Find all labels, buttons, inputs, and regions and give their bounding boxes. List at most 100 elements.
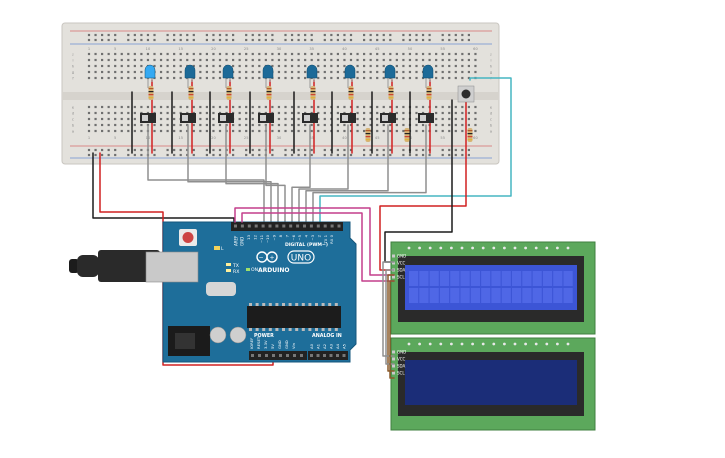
breadboard-hole: [297, 111, 300, 115]
breadboard-rail-hole: [304, 153, 307, 157]
breadboard-row-letter: b: [72, 123, 75, 127]
breadboard-hole: [415, 117, 418, 121]
breadboard-hole: [284, 129, 287, 133]
breadboard-rail-hole: [336, 38, 339, 42]
header-hole: [286, 354, 289, 357]
breadboard-hole: [120, 52, 123, 56]
lcd-i2c-pin: [392, 275, 395, 279]
breadboard-hole: [376, 70, 379, 74]
breadboard-hole: [382, 76, 385, 80]
lcd-header-pin: [460, 342, 464, 346]
breadboard-hole: [369, 76, 372, 80]
resistor-band: [365, 139, 371, 141]
breadboard-hole: [435, 105, 438, 109]
breadboard-hole: [277, 105, 281, 109]
slide-switch-knob: [142, 115, 148, 121]
breadboard-rail-hole: [179, 33, 182, 37]
breadboard-hole: [107, 105, 110, 109]
breadboard-rail-hole: [173, 148, 176, 152]
breadboard-hole: [290, 76, 294, 80]
breadboard-hole: [454, 76, 457, 80]
breadboard-hole: [218, 76, 222, 80]
breadboard-hole: [245, 123, 248, 127]
breadboard-hole: [454, 111, 457, 115]
breadboard-hole: [120, 105, 123, 109]
breadboard-hole: [101, 129, 104, 133]
breadboard-hole: [336, 52, 339, 56]
breadboard-column-number: 1: [88, 136, 90, 140]
resistor-band: [388, 91, 394, 93]
breadboard-hole: [336, 64, 339, 68]
breadboard-hole: [474, 111, 477, 115]
pushbutton-cap: [461, 89, 471, 99]
resistor-band: [226, 88, 232, 90]
breadboard-row-letter: c: [72, 117, 74, 121]
breadboard-rail-hole: [179, 148, 182, 152]
breadboard-hole: [435, 64, 438, 68]
breadboard-rail-hole: [218, 38, 222, 42]
header-hole: [309, 224, 313, 228]
breadboard-hole: [173, 123, 176, 127]
breadboard-hole: [363, 64, 366, 68]
reset-button[interactable]: [182, 232, 194, 243]
breadboard-hole: [349, 58, 353, 62]
breadboard-hole: [356, 123, 359, 127]
breadboard-hole: [402, 111, 405, 115]
breadboard-hole: [290, 129, 294, 133]
header-hole: [296, 224, 300, 228]
breadboard-hole: [415, 64, 418, 68]
breadboard-hole: [474, 58, 477, 62]
breadboard-hole: [304, 70, 307, 74]
breadboard-hole: [264, 105, 267, 109]
breadboard-hole: [173, 129, 176, 133]
breadboard-hole: [454, 64, 457, 68]
breadboard-hole: [323, 105, 326, 109]
header-hole: [300, 354, 303, 357]
breadboard-hole: [467, 123, 470, 127]
breadboard-hole: [127, 117, 130, 121]
breadboard-hole: [87, 117, 91, 121]
digital-pin-label: ~10: [265, 234, 270, 243]
breadboard-hole: [120, 76, 123, 80]
breadboard-rail-hole: [467, 33, 470, 37]
breadboard-hole: [159, 117, 163, 121]
breadboard-rail-hole: [192, 33, 195, 37]
breadboard-hole: [330, 64, 333, 68]
breadboard-hole: [343, 64, 346, 68]
lcd-character-cell: [563, 288, 573, 303]
breadboard-rail-hole: [218, 33, 222, 37]
breadboard-rail-hole: [107, 153, 110, 157]
breadboard-hole: [441, 76, 444, 80]
breadboard-hole: [363, 105, 366, 109]
breadboard-hole: [448, 58, 451, 62]
breadboard-hole: [258, 129, 261, 133]
lcd-header-pin: [481, 342, 485, 346]
lcd-top-header-pins: [407, 246, 570, 250]
lcd-character-cell: [522, 288, 532, 303]
breadboard-rail-hole: [415, 38, 418, 42]
breadboard-hole: [435, 117, 438, 121]
breadboard-hole: [376, 52, 379, 56]
breadboard-hole: [441, 70, 444, 74]
breadboard-hole: [159, 58, 163, 62]
breadboard-column-number: 60: [473, 136, 478, 140]
breadboard-hole: [474, 117, 477, 121]
lcd-header-pin: [471, 342, 474, 346]
breadboard-rail-hole: [336, 33, 339, 37]
breadboard-rail-hole: [284, 148, 287, 152]
breadboard-column-number: 35: [309, 47, 314, 51]
lcd-scl-wire: [241, 212, 395, 282]
gnd-label: GND: [240, 237, 245, 246]
lcd-header-pin: [534, 342, 538, 346]
chip-pin: [308, 303, 312, 306]
arduino-logo-minus: −: [258, 255, 263, 262]
breadboard-hole: [153, 52, 156, 56]
breadboard-hole: [310, 129, 313, 133]
lcd-character-cell: [501, 271, 511, 286]
breadboard-hole: [402, 70, 405, 74]
breadboard-hole: [363, 123, 366, 127]
tx-label: TX: [232, 263, 239, 269]
lcd-header-pin: [492, 246, 496, 250]
breadboard-hole: [441, 123, 444, 127]
